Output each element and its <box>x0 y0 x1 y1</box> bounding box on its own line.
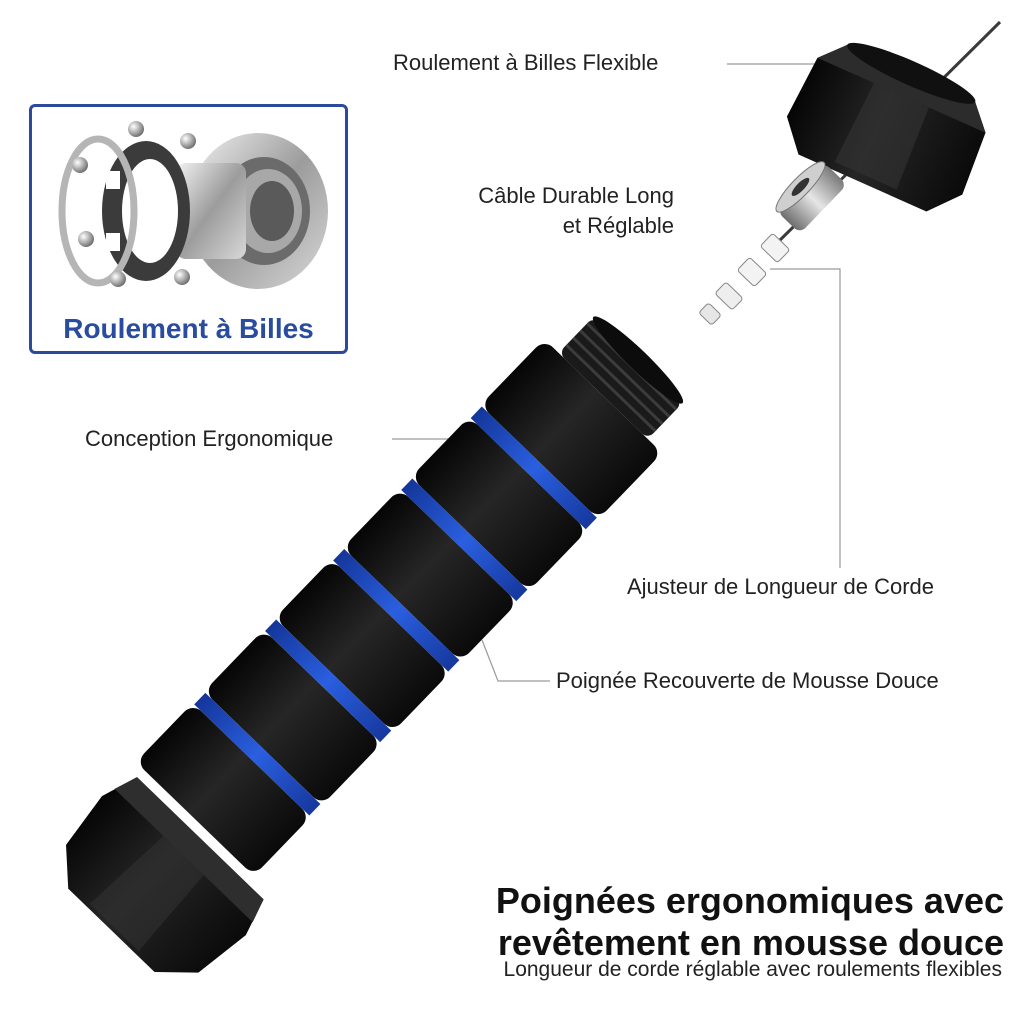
callout-adjuster: Ajusteur de Longueur de Corde <box>627 574 934 599</box>
callout-cable-line2: et Réglable <box>562 213 674 238</box>
handle-body <box>140 316 684 871</box>
ball-bearing-inset: Roulement à Billes <box>29 104 348 354</box>
end-cap-bottom <box>66 777 264 973</box>
threaded-neck <box>561 320 680 436</box>
callout-foam-grip: Poignée Recouverte de Mousse Douce <box>556 668 939 693</box>
headline: Poignées ergonomiques avec revêtement en… <box>496 880 1004 964</box>
subline: Longueur de corde réglable avec roulemen… <box>503 958 1002 981</box>
end-cap-top <box>786 42 986 212</box>
foam-grip <box>140 343 658 871</box>
callout-bearing: Roulement à Billes Flexible <box>393 50 659 75</box>
leader-foam <box>481 639 550 682</box>
headline-line2: revêtement en mousse douce <box>497 922 1004 963</box>
length-adjuster <box>699 233 790 325</box>
metal-bearing <box>775 161 844 231</box>
leader-adjuster <box>770 268 841 568</box>
callout-cable: Câble Durable Long et Réglable <box>478 181 674 241</box>
callout-ergonomic: Conception Ergonomique <box>85 426 334 451</box>
ball-bearing-exploded-icon <box>58 121 328 289</box>
inset-title: Roulement à Billes <box>63 313 314 344</box>
headline-line1: Poignées ergonomiques avec <box>495 880 1004 921</box>
callout-cable-line1: Câble Durable Long <box>478 183 674 208</box>
